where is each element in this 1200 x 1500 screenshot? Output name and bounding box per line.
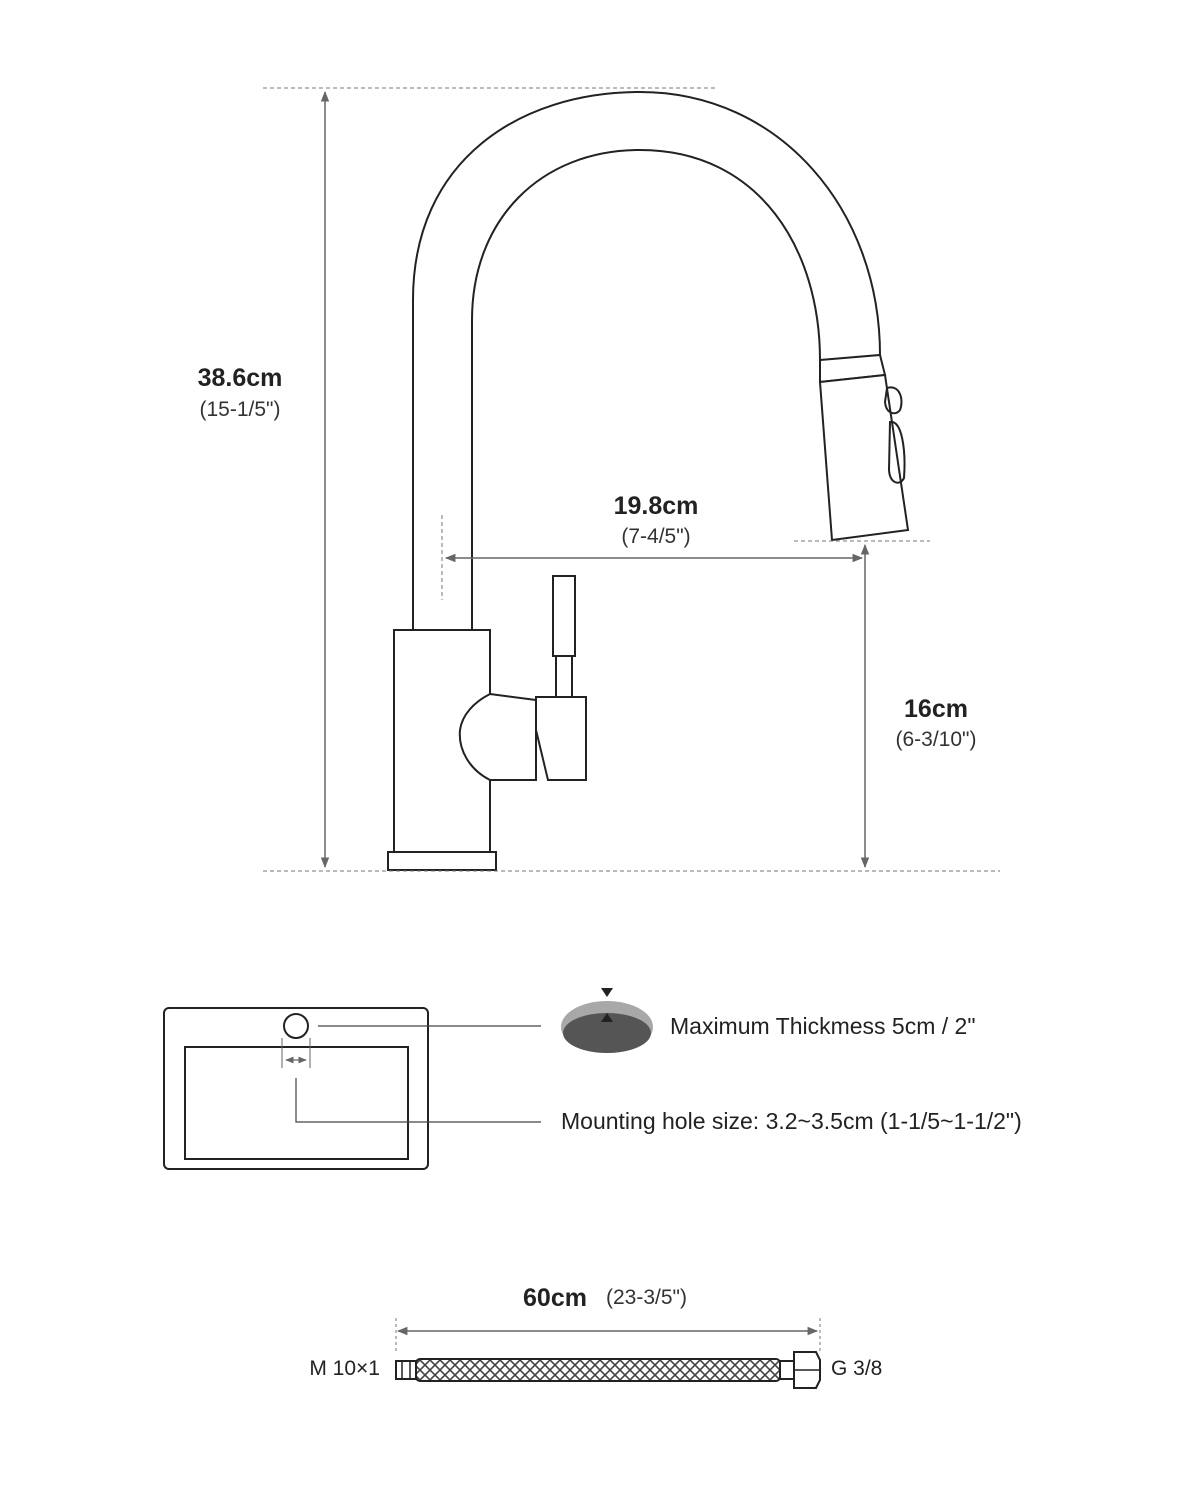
spout-height-imperial: (6-3/10") — [895, 728, 977, 751]
left-fitting — [395, 1360, 417, 1380]
total-height-imperial: (15-1/5") — [199, 398, 281, 421]
handle-block — [535, 696, 587, 781]
mounting-hole-label: Mounting hole size: 3.2~3.5cm (1-1/5~1-1… — [561, 1108, 1022, 1134]
handle-lever — [552, 575, 576, 657]
hose-length-metric: 60cm — [523, 1284, 587, 1312]
max-thickness-label: Maximum Thickmess 5cm / 2" — [670, 1013, 976, 1039]
sprayer-button-bottom — [887, 421, 906, 484]
reach-imperial: (7-4/5") — [621, 525, 691, 548]
handle-knuckle — [458, 692, 537, 781]
handle-stem — [555, 654, 573, 698]
mounting-hole — [283, 1013, 309, 1039]
faucet-base — [387, 851, 497, 871]
braided-hose — [415, 1358, 781, 1382]
right-thread-label: G 3/8 — [831, 1357, 883, 1380]
sink-diagram — [163, 1007, 541, 1170]
reach-metric: 19.8cm — [613, 492, 699, 520]
sprayer-button-top — [883, 386, 903, 415]
spout-height-metric: 16cm — [904, 695, 968, 723]
hose-diagram — [395, 1318, 821, 1389]
hose-length-imperial: (23-3/5") — [606, 1286, 687, 1309]
spout-outer-curve — [412, 90, 881, 630]
thickness-icon — [561, 988, 653, 1053]
left-thread-label: M 10×1 — [309, 1357, 380, 1380]
faucet-drawing — [387, 90, 910, 871]
total-height-metric: 38.6cm — [197, 364, 283, 392]
dimension-lines — [263, 87, 1000, 872]
spout-inner-curve — [471, 148, 821, 630]
sprayer-head — [818, 373, 910, 542]
